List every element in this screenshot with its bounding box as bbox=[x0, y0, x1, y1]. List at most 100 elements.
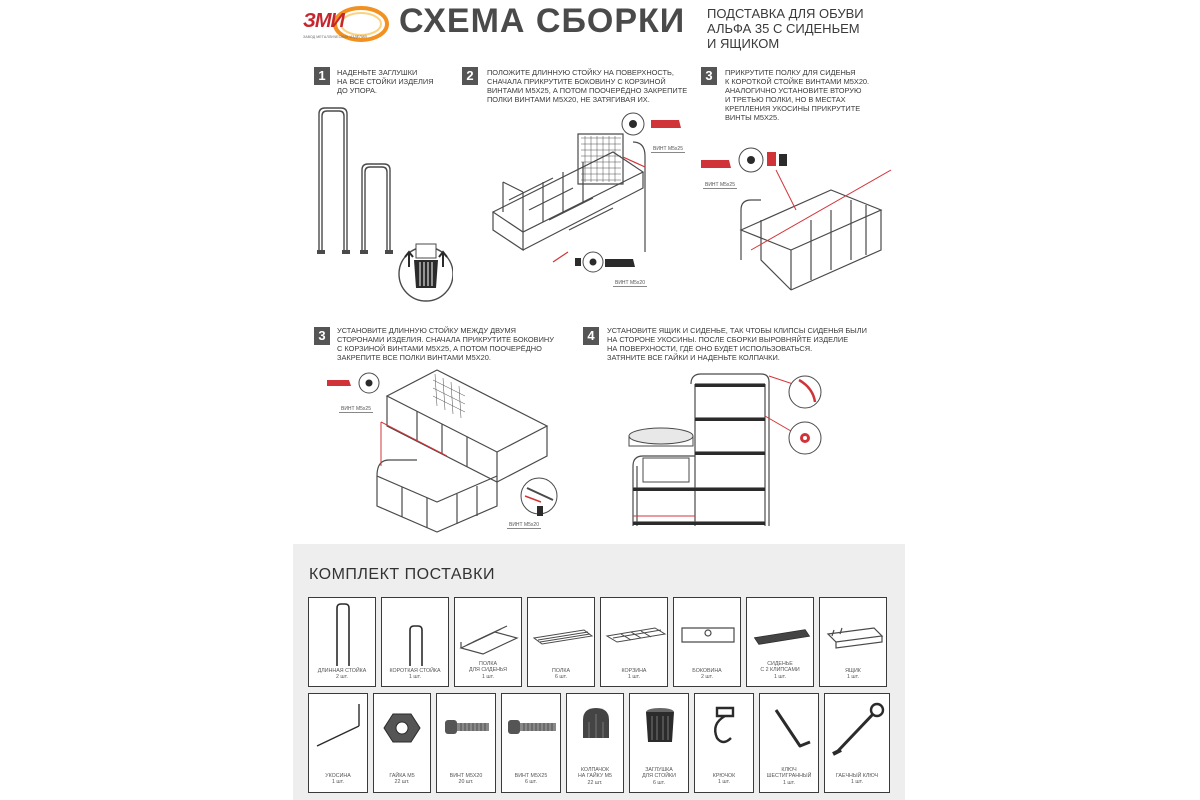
item-name: УКОСИНА bbox=[325, 773, 351, 779]
step-text: НАДЕНЬТЕ ЗАГЛУШКИ НА ВСЕ СТОЙКИ ИЗДЕЛИЯ … bbox=[337, 68, 434, 95]
subtitle-line: АЛЬФА 35 С СИДЕНЬЕМ bbox=[707, 21, 860, 36]
step-2-illustration bbox=[483, 112, 703, 292]
step-line: СНАЧАЛА ПРИКРУТИТЕ БОКОВИНУ С КОРЗИНОЙ bbox=[487, 77, 666, 86]
screw-callout: ВИНТ М5х20 bbox=[507, 522, 541, 529]
step-3-top: 3 ПРИКРУТИТЕ ПОЛКУ ДЛЯ СИДЕНЬЯ К КОРОТКО… bbox=[701, 64, 905, 314]
step-1: 1 НАДЕНЬТЕ ЗАГЛУШКИ НА ВСЕ СТОЙКИ ИЗДЕЛИ… bbox=[293, 64, 453, 314]
step-number: 1 bbox=[314, 67, 330, 85]
item-name: КОЛПАЧОК НА ГАЙКУ М5 bbox=[577, 767, 613, 780]
step-4-illustration bbox=[619, 366, 869, 538]
item-qty: 6 шт. bbox=[555, 674, 567, 681]
nut-icon bbox=[383, 713, 421, 743]
page-title: СХЕМА СБОРКИ bbox=[399, 2, 686, 40]
item-qty: 6 шт. bbox=[653, 779, 665, 786]
brand-logo: ЗМИ ЗАВОД МЕТАЛЛИЧЕСКИХ ИЗДЕЛИЙ bbox=[303, 6, 389, 46]
step-3b-illustration bbox=[327, 366, 577, 536]
step-line: КРЕПЛЕНИЯ УКОСИНЫ ПРИКРУТИТЕ bbox=[725, 104, 861, 113]
step-line: УСТАНОВИТЕ ДЛИННУЮ СТОЙКУ МЕЖДУ ДВУМЯ bbox=[337, 326, 516, 335]
step-line: НА ВСЕ СТОЙКИ ИЗДЕЛИЯ bbox=[337, 77, 434, 86]
item-name: КРЮЧОК bbox=[712, 773, 736, 779]
subtitle-line: И ЯЩИКОМ bbox=[707, 36, 780, 51]
item-qty: 1 шт. bbox=[718, 779, 730, 786]
logo-subtext: ЗАВОД МЕТАЛЛИЧЕСКИХ ИЗДЕЛИЙ bbox=[303, 35, 367, 39]
header: ЗМИ ЗАВОД МЕТАЛЛИЧЕСКИХ ИЗДЕЛИЙ СХЕМА СБ… bbox=[293, 0, 905, 60]
step-line: СТОРОНАМИ ИЗДЕЛИЯ. СНАЧАЛА ПРИКРУТИТЕ БО… bbox=[337, 335, 554, 344]
step-2: 2 ПОЛОЖИТЕ ДЛИННУЮ СТОЙКУ НА ПОВЕРХНОСТЬ… bbox=[453, 64, 703, 314]
item-qty: 1 шт. bbox=[332, 779, 344, 786]
step-number: 3 bbox=[314, 327, 330, 345]
item-qty: 1 шт. bbox=[851, 779, 863, 786]
side-panel-icon bbox=[681, 627, 735, 643]
item-name: ВИНТ М5Х20 bbox=[449, 773, 483, 779]
item-name: ВИНТ М5Х25 bbox=[514, 773, 548, 779]
screw-m5x20-icon bbox=[445, 720, 489, 734]
item-name: ГАЕЧНЫЙ КЛЮЧ bbox=[835, 773, 879, 779]
step-number: 2 bbox=[462, 67, 478, 85]
item-qty: 22 шт. bbox=[394, 779, 410, 786]
step-line: ПОЛОЖИТЕ ДЛИННУЮ СТОЙКУ НА ПОВЕРХНОСТЬ, bbox=[487, 68, 674, 77]
step-line: ЗАКРЕПИТЕ ВСЕ ПОЛКИ ВИНТАМИ М5Х20. bbox=[337, 353, 491, 362]
item-qty: 1 шт. bbox=[409, 674, 421, 681]
screw-callout: ВИНТ М5х20 bbox=[613, 280, 647, 287]
nut-cap-icon bbox=[583, 708, 609, 738]
basket-icon bbox=[605, 627, 667, 643]
step-line: НА ПОВЕРХНОСТИ, ГДЕ ОНО БУДЕТ ИСПОЛЬЗОВА… bbox=[607, 344, 813, 353]
item-name: СИДЕНЬЕ С 2 КЛИПСАМИ bbox=[760, 661, 800, 674]
item-qty: 1 шт. bbox=[628, 674, 640, 681]
item-qty: 2 шт. bbox=[336, 674, 348, 681]
item-name: ПОЛКА bbox=[552, 668, 570, 674]
item-name: КОРЗИНА bbox=[621, 668, 647, 674]
wrench-icon bbox=[832, 702, 885, 756]
seat-shelf-icon bbox=[459, 625, 519, 655]
item-qty: 22 шт. bbox=[587, 779, 603, 786]
step-number: 4 bbox=[583, 327, 599, 345]
seat-icon bbox=[753, 629, 811, 645]
subtitle-line: ПОДСТАВКА ДЛЯ ОБУВИ bbox=[707, 6, 864, 21]
assembly-sheet: ЗМИ ЗАВОД МЕТАЛЛИЧЕСКИХ ИЗДЕЛИЙ СХЕМА СБ… bbox=[293, 0, 905, 800]
screw-m5x25-icon bbox=[508, 720, 556, 734]
item-name: БОКОВИНА bbox=[692, 668, 722, 674]
item-name: КОРОТКАЯ СТОЙКА bbox=[389, 668, 441, 674]
item-name: ЗАГЛУШКА ДЛЯ СТОЙКИ bbox=[642, 767, 676, 780]
item-qty: 1 шт. bbox=[774, 673, 786, 680]
step-line: К КОРОТКОЙ СТОЙКЕ ВИНТАМИ М5Х20. bbox=[725, 77, 870, 86]
step-3-illustration bbox=[701, 130, 901, 310]
step-text: ПОЛОЖИТЕ ДЛИННУЮ СТОЙКУ НА ПОВЕРХНОСТЬ, … bbox=[487, 68, 687, 104]
post-plug-icon bbox=[646, 708, 674, 742]
screw-callout: ВИНТ М5х25 bbox=[651, 146, 685, 153]
item-name: КЛЮЧ ШЕСТИГРАННЫЙ bbox=[766, 767, 812, 780]
step-4: 4 УСТАНОВИТЕ ЯЩИК И СИДЕНЬЕ, ТАК ЧТОБЫ К… bbox=[583, 320, 905, 540]
box-icon bbox=[826, 627, 884, 649]
step-line: ДО УПОРА. bbox=[337, 86, 377, 95]
step-line: УСТАНОВИТЕ ЯЩИК И СИДЕНЬЕ, ТАК ЧТОБЫ КЛИ… bbox=[607, 326, 867, 335]
brace-icon bbox=[316, 704, 360, 747]
item-name: ЯЩИК bbox=[845, 668, 861, 674]
step-3-bottom: 3 УСТАНОВИТЕ ДЛИННУЮ СТОЙКУ МЕЖДУ ДВУМЯ … bbox=[293, 320, 583, 540]
kit-title: КОМПЛЕКТ ПОСТАВКИ bbox=[309, 566, 495, 583]
hex-key-icon bbox=[774, 709, 811, 748]
